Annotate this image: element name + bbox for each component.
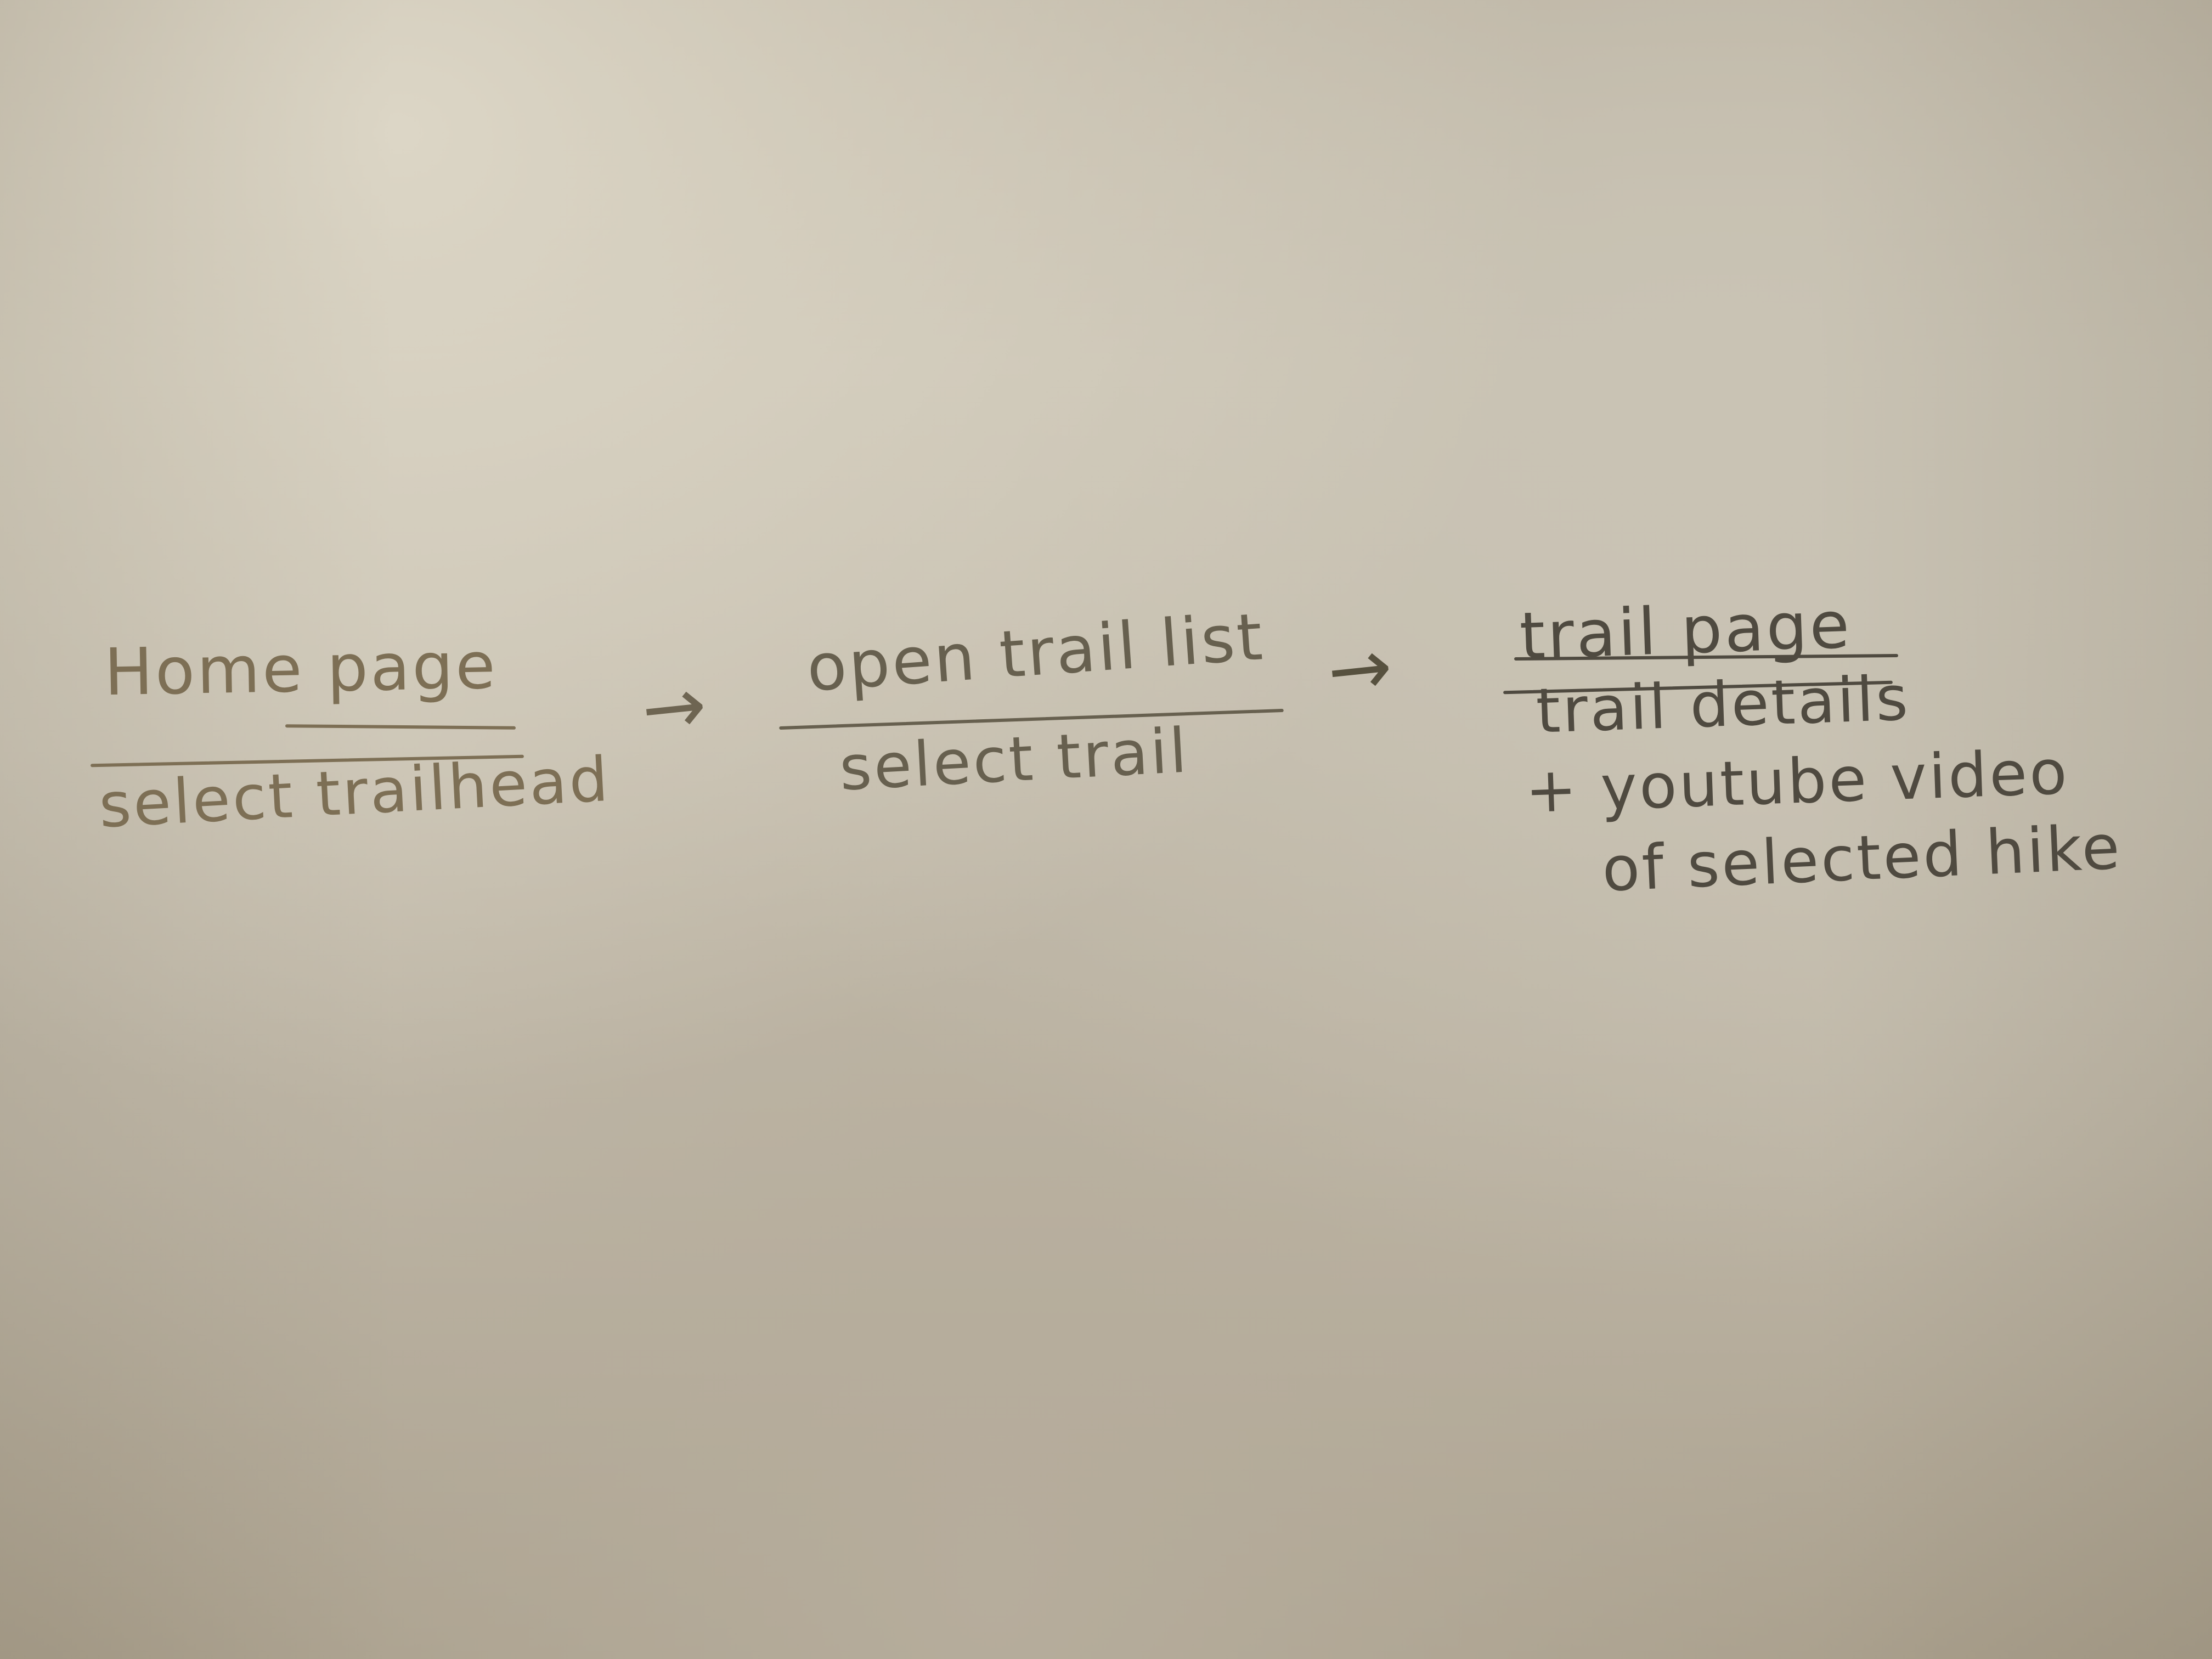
arrow-2: → [1323, 621, 1397, 717]
node-title-trail-page: trail page [1518, 586, 1853, 674]
node-title-home-page: Home page [103, 627, 498, 710]
node-action-trail-details: trail details [1534, 663, 1911, 747]
arrow-1: → [637, 659, 711, 755]
